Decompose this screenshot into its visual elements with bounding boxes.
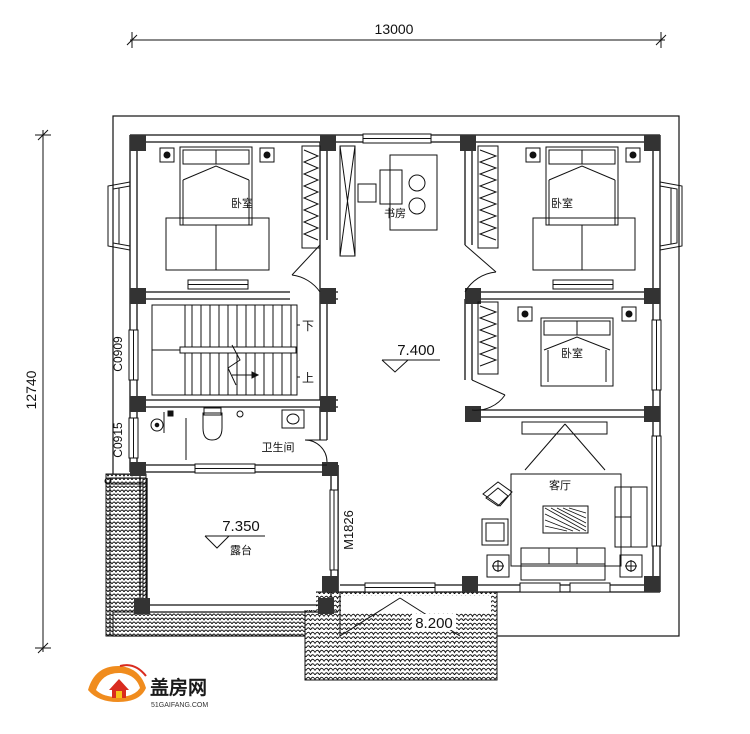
dimension-depth	[35, 129, 51, 654]
stair-treads	[191, 305, 292, 395]
door-tag-m1826: M1826	[341, 510, 356, 550]
stair-label-down: 下	[302, 319, 314, 333]
bed-left	[159, 146, 275, 271]
bath-vent	[104, 477, 146, 485]
window-tag-c0909: C0909	[111, 336, 125, 372]
windows	[128, 133, 662, 593]
stair-label-up: 上	[302, 371, 314, 385]
living-room-furniture	[481, 473, 648, 581]
living-ceiling-lines	[521, 421, 608, 471]
site-logo-icon	[88, 664, 147, 702]
room-label-bathroom: 卫生间	[262, 440, 295, 454]
room-label-terrace: 露台	[230, 543, 252, 557]
level-mark-terrace	[204, 535, 265, 549]
window-tag-c0915: C0915	[111, 422, 125, 458]
wardrobe-left	[301, 145, 321, 249]
stair-arrows	[227, 324, 300, 386]
doors	[291, 244, 506, 466]
dimension-depth-label: 12740	[23, 370, 39, 409]
bed-right	[525, 146, 641, 271]
bay-window-left	[107, 181, 131, 251]
level-roof: 8.200	[415, 615, 453, 632]
study-furniture	[339, 145, 438, 257]
room-label-living-room: 客厅	[549, 478, 571, 492]
dimension-width-label: 13000	[375, 21, 414, 37]
site-logo-url: 51GAIFANG.COM	[151, 702, 208, 709]
room-label-bedroom-right: 卧室	[551, 196, 573, 210]
wardrobe-middle	[477, 301, 499, 375]
room-label-bedroom-middle: 卧室	[561, 346, 583, 360]
level-terrace: 7.350	[222, 518, 260, 535]
room-label-study: 书房	[384, 207, 406, 220]
bay-window-right	[659, 181, 683, 251]
level-mark-hall	[381, 359, 440, 373]
room-label-bedroom-left: 卧室	[231, 196, 253, 210]
bathroom-fixtures	[150, 407, 305, 460]
site-logo-name: 盖房网	[150, 676, 207, 699]
dimension-width	[126, 32, 667, 48]
level-hall: 7.400	[397, 342, 435, 359]
roof-tiles	[105, 473, 498, 681]
bed-middle	[517, 306, 637, 387]
stair-handrail	[179, 346, 297, 354]
wardrobe-right	[477, 145, 499, 249]
